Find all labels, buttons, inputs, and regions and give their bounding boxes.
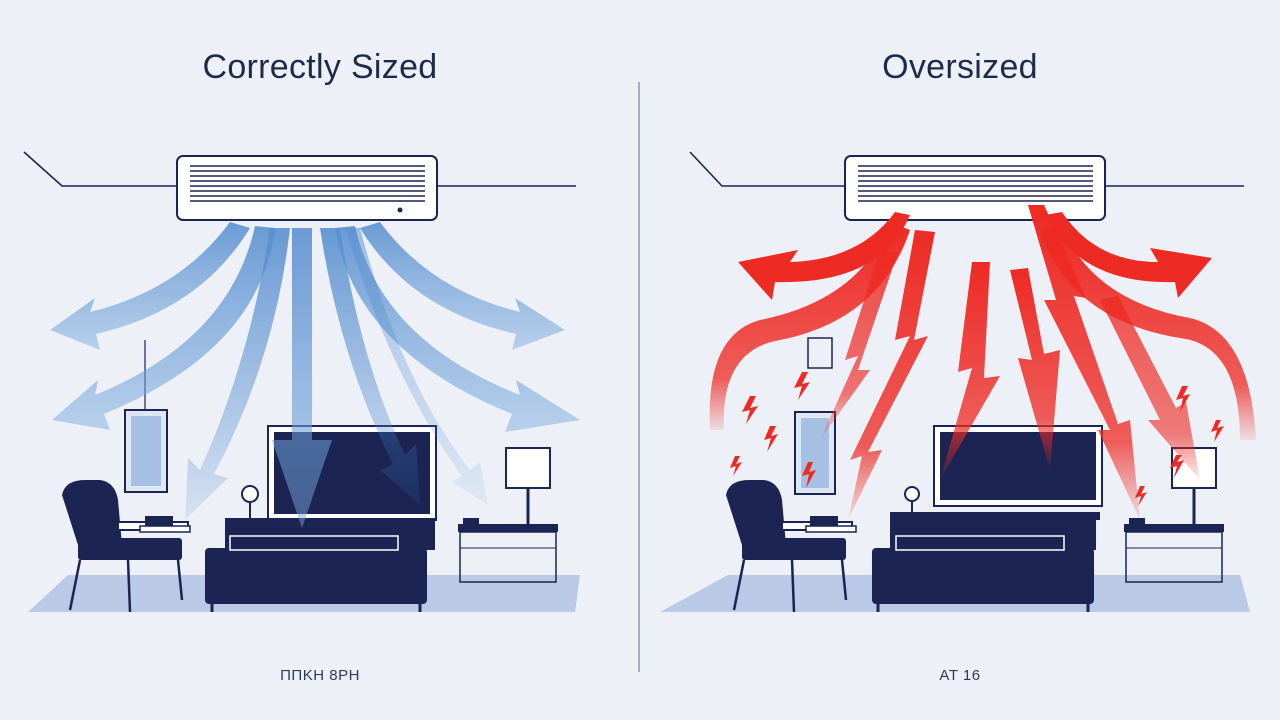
hot-airflow-arrow-icon (709, 205, 1256, 520)
framed-picture-icon (124, 340, 168, 493)
lamp-icon (505, 447, 551, 524)
right-panel-caption: AT 16 (939, 667, 981, 684)
side-table-icon (1124, 518, 1224, 583)
lamp-icon (241, 485, 259, 518)
right-panel-title: Oversized (882, 48, 1038, 86)
air-conditioner-icon (844, 155, 1106, 221)
spark-icon (730, 372, 1224, 506)
sofa-icon (205, 518, 435, 612)
air-conditioner-icon (176, 155, 438, 221)
left-room-illustration (23, 151, 580, 613)
lamp-icon (904, 486, 920, 520)
sofa-icon (872, 520, 1096, 612)
left-panel-title: Correctly Sized (202, 48, 438, 86)
cool-airflow-arrow-icon (50, 222, 580, 528)
left-panel-caption: ΠΠΚΗ 8ΡΗ (280, 667, 360, 684)
side-table-icon (458, 518, 558, 583)
side-table-icon (139, 516, 191, 533)
side-table-icon (805, 516, 857, 533)
television-icon (890, 425, 1103, 520)
right-room-illustration (660, 151, 1256, 613)
